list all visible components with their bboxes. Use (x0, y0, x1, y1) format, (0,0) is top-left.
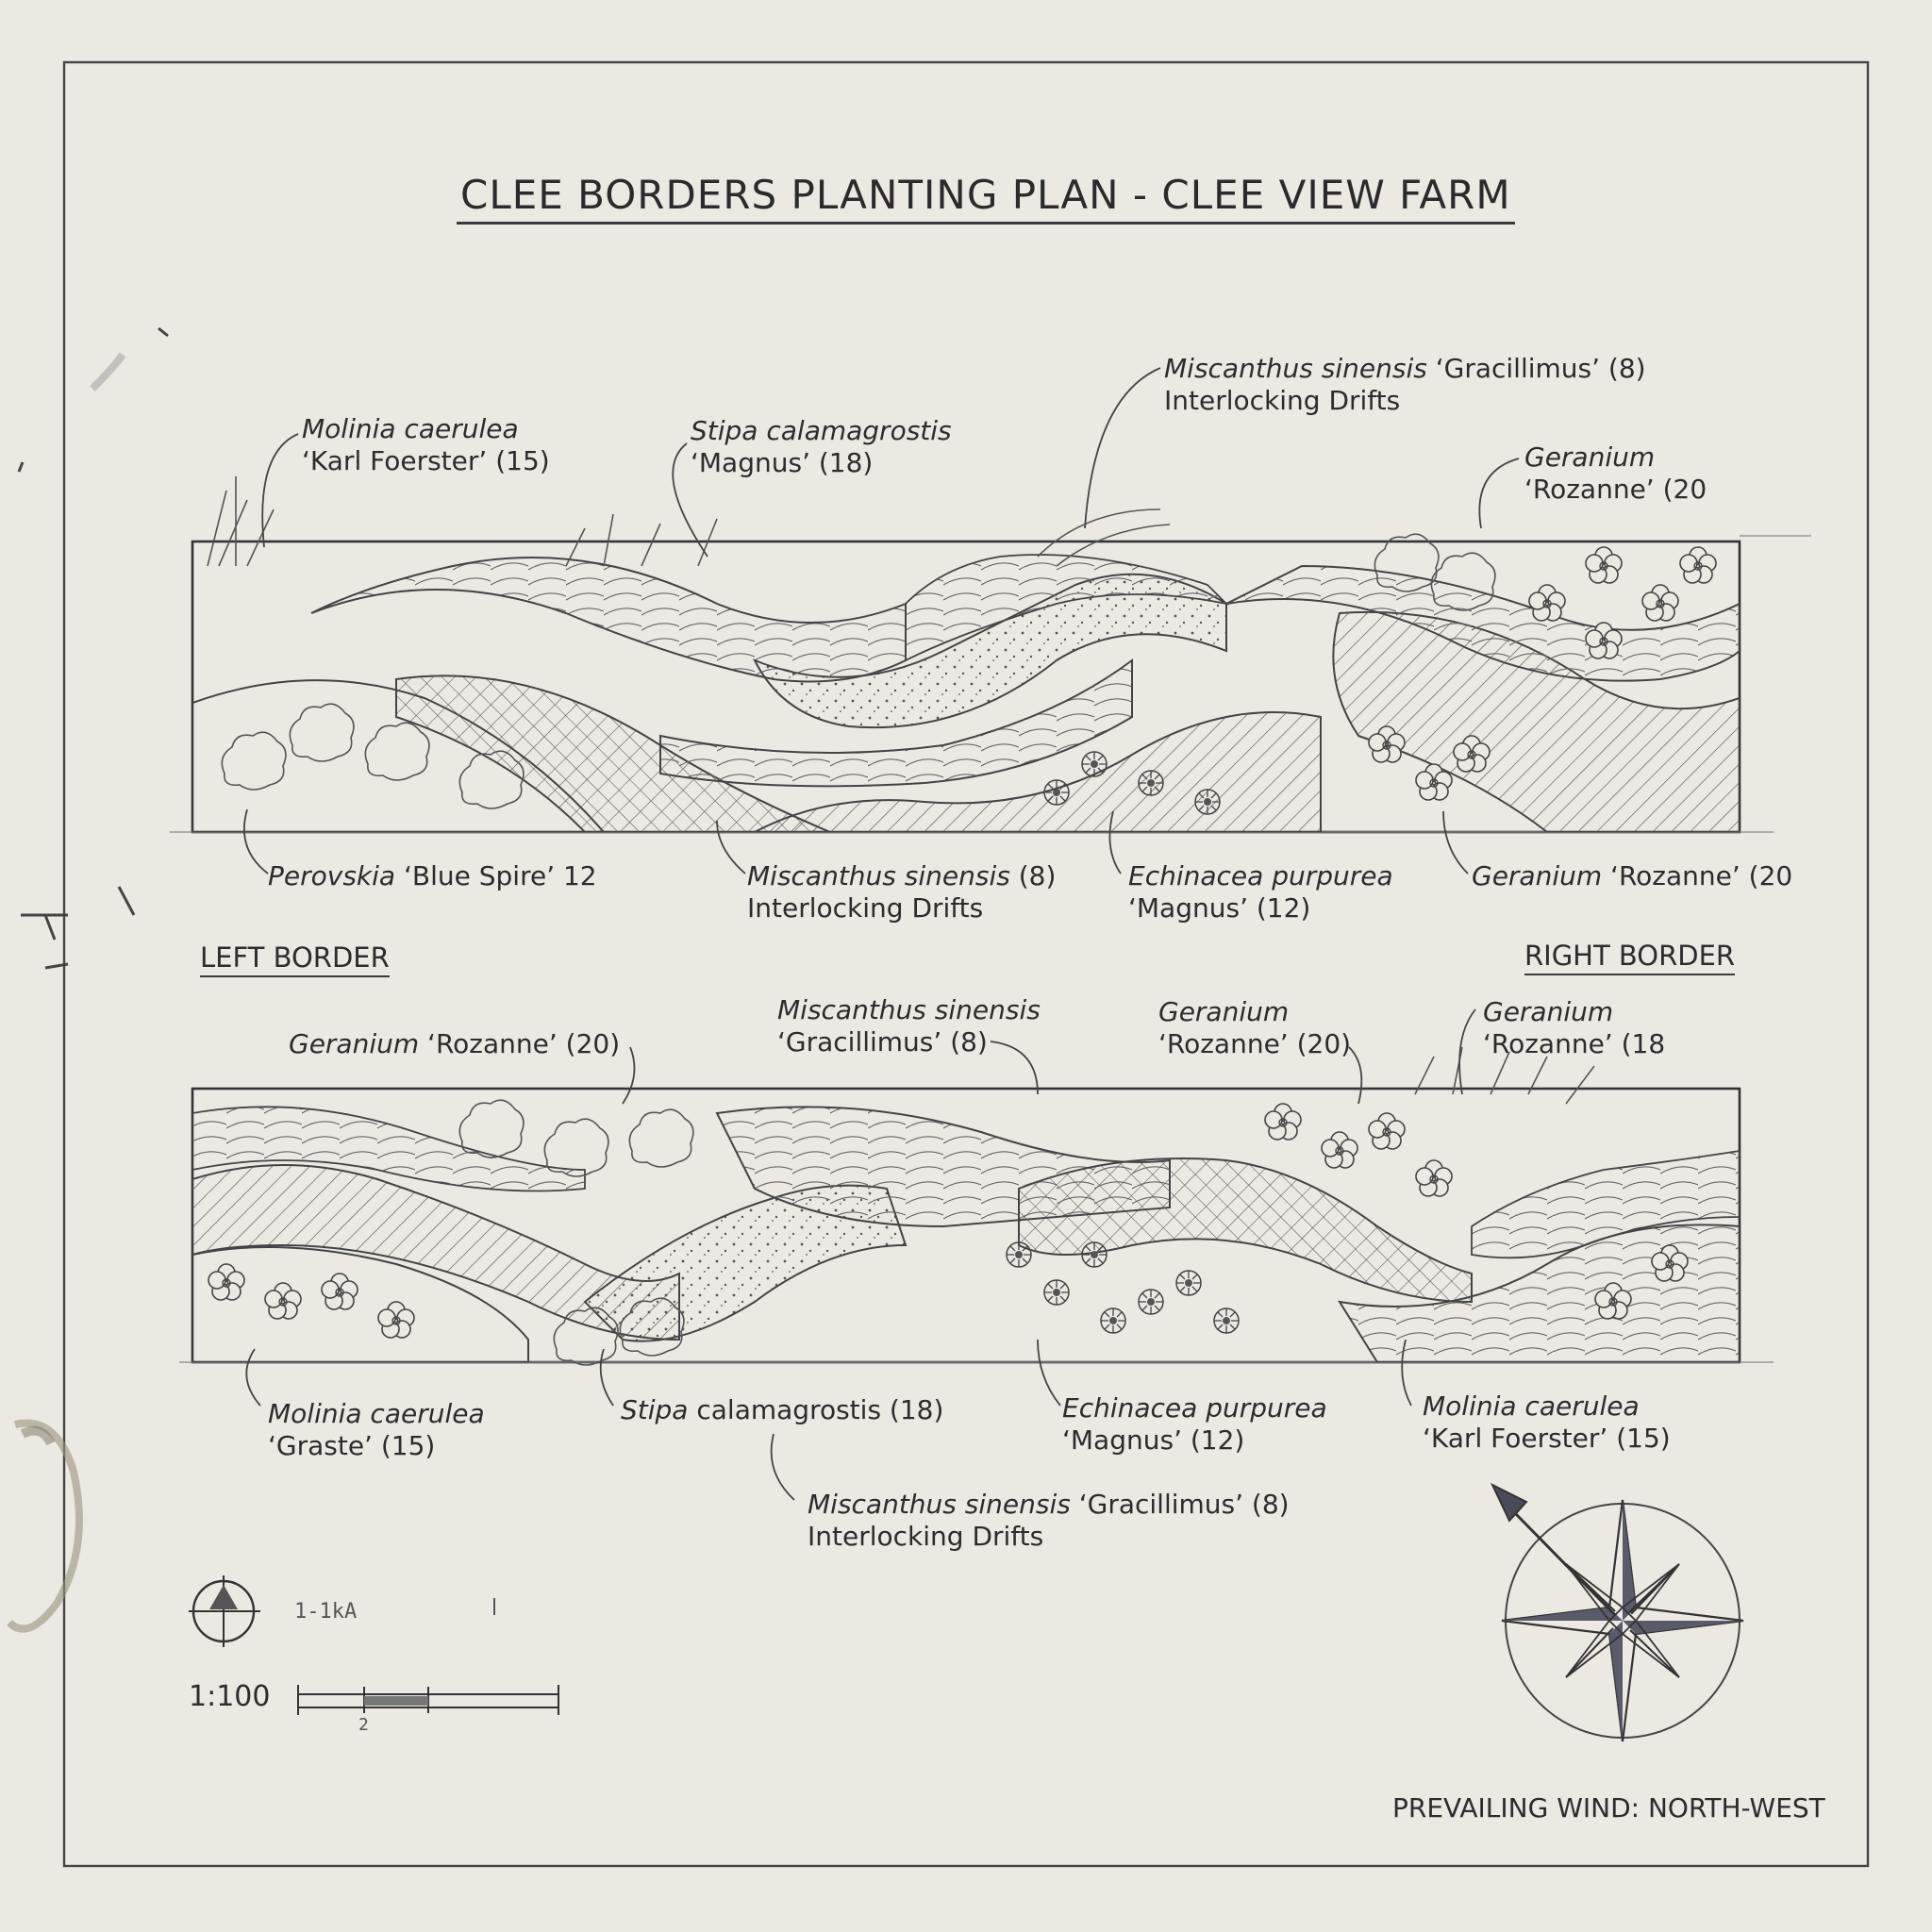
label-miscanthus-sinensis: Miscanthus sinensis (8)Interlocking Drif… (747, 860, 1057, 924)
label-geranium-rozanne: Geranium‘Rozanne’ (20 (1524, 441, 1707, 505)
scale-mark: 2 (358, 1715, 369, 1735)
stray-marks (17, 326, 169, 970)
label-geranium-mid: Geranium‘Rozanne’ (20) (1158, 996, 1352, 1059)
label-miscanthus-gracillimus: Miscanthus sinensis ‘Gracillimus’ (8)Int… (1164, 353, 1646, 416)
scale-ratio: 1:100 (189, 1680, 271, 1713)
bottom-leader-lines (245, 1008, 1476, 1501)
right-border-heading: RIGHT BORDER (1524, 940, 1736, 975)
label-molinia-karl-foerster-bottom: Molinia caerulea‘Karl Foerster’ (15) (1423, 1391, 1671, 1454)
label-miscanthus-gracillimus-bottom: Miscanthus sinensis‘Gracillimus’ (8) (777, 994, 1041, 1058)
north-symbol (189, 1575, 260, 1647)
label-stipa-magnus: Stipa calamagrostis‘Magnus’ (18) (691, 415, 952, 478)
label-echinacea-bottom: Echinacea purpurea‘Magnus’ (12) (1062, 1392, 1327, 1456)
compass-rose-icon (1501, 1499, 1744, 1742)
scale-note: 1-1kA (294, 1600, 358, 1624)
label-geranium-right: Geranium‘Rozanne’ (18 (1483, 996, 1666, 1059)
bottom-border-bed (179, 1046, 1774, 1366)
label-echinacea: Echinacea purpurea‘Magnus’ (12) (1128, 860, 1393, 924)
coffee-stain (7, 1419, 83, 1633)
prevailing-wind-note: PREVAILING WIND: NORTH-WEST (1392, 1792, 1825, 1824)
label-perovskia: Perovskia ‘Blue Spire’ 12 (268, 860, 597, 891)
label-molinia-karl-foerster: Molinia caerulea‘Karl Foerster’ (15) (302, 413, 550, 476)
label-geranium-left: Geranium ‘Rozanne’ (20) (289, 1028, 621, 1059)
wind-arrow-icon (1490, 1482, 1617, 1617)
top-leader-lines (243, 367, 1520, 874)
label-miscanthus-gracillimus-drifts: Miscanthus sinensis ‘Gracillimus’ (8)Int… (808, 1489, 1290, 1552)
scale-bar (297, 1685, 559, 1715)
label-stipa-bottom: Stipa calamagrostis (18) (621, 1394, 944, 1425)
left-border-heading: LEFT BORDER (200, 941, 390, 977)
top-border-bed (170, 476, 1811, 834)
page-title: CLEE BORDERS PLANTING PLAN - CLEE VIEW F… (457, 172, 1515, 225)
label-geranium-rozanne-b: Geranium ‘Rozanne’ (20 (1472, 860, 1793, 891)
label-molinia-graste: Molinia caerulea‘Graste’ (15) (268, 1398, 485, 1461)
